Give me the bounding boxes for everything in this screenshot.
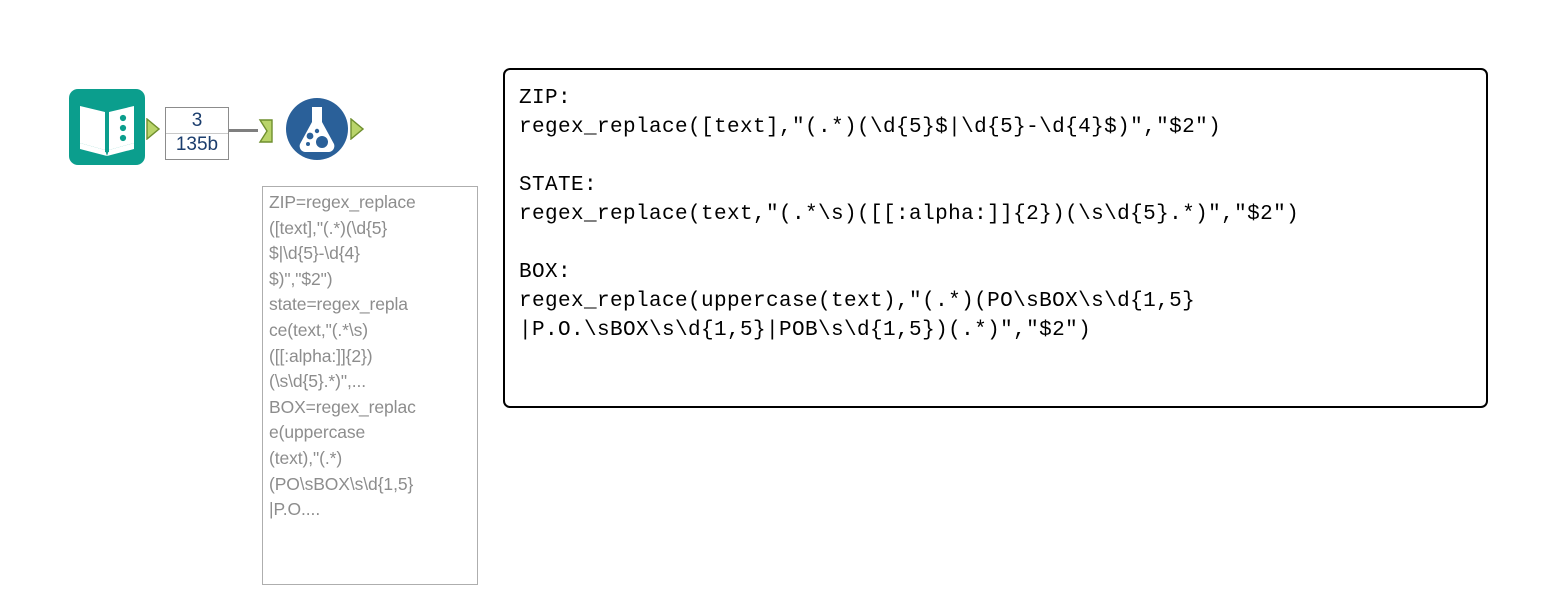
annotation-line: e(uppercase xyxy=(269,422,366,443)
comment-line-box-expr-1: regex_replace(uppercase(text),"(.*)(PO\s… xyxy=(519,290,1196,313)
comment-line-box-expr-2: |P.O.\sBOX\s\d{1,5}|POB\s\d{1,5})(.*)","… xyxy=(519,319,1092,342)
connection-wire[interactable] xyxy=(229,129,258,132)
comment-line-box-label: BOX: xyxy=(519,261,572,284)
comment-line-state-label: STATE: xyxy=(519,174,598,197)
annotation-line: BOX=regex_replac xyxy=(269,396,416,417)
comment-blank-line xyxy=(519,229,1474,258)
annotation-line: ce(text,"(.*\s) xyxy=(269,319,369,340)
tool-formula[interactable] xyxy=(284,96,365,162)
formula-annotation-box[interactable]: ZIP=regex_replace ([text],"(.*)(\d{5} $|… xyxy=(262,186,478,585)
annotation-line: (\s\d{5}.*)",... xyxy=(269,371,367,392)
comment-line-state-expr: regex_replace(text,"(.*\s)([[:alpha:]]{2… xyxy=(519,203,1300,226)
annotation-line: ([[:alpha:]]{2}) xyxy=(269,345,373,366)
annotation-line: $)","$2") xyxy=(269,268,333,289)
annotation-line: (text),"(.*) xyxy=(269,447,343,468)
record-count-size: 135b xyxy=(175,134,219,155)
annotation-line: ([text],"(.*)(\d{5} xyxy=(269,217,388,238)
comment-line-zip-expr: regex_replace([text],"(.*)(\d{5}$|\d{5}-… xyxy=(519,116,1222,139)
output-anchor-formula[interactable] xyxy=(350,117,365,141)
annotation-line: ZIP=regex_replace xyxy=(269,192,416,212)
record-count-records: 3 xyxy=(191,110,203,131)
input-anchor-formula[interactable] xyxy=(258,119,274,143)
annotation-line: state=regex_repla xyxy=(269,294,408,315)
comment-blank-line xyxy=(519,142,1474,171)
regex-notes-comment-box[interactable]: ZIP: regex_replace([text],"(.*)(\d{5}$|\… xyxy=(503,68,1488,408)
book-icon xyxy=(66,86,148,168)
flask-icon xyxy=(284,96,350,167)
record-count-divider xyxy=(166,133,228,134)
comment-line-zip-label: ZIP: xyxy=(519,87,572,110)
output-anchor-input-data[interactable] xyxy=(146,117,161,141)
annotation-line: |P.O.... xyxy=(269,499,321,520)
annotation-line: $|\d{5}-\d{4} xyxy=(269,243,360,264)
annotation-line: (PO\sBOX\s\d{1,5} xyxy=(269,473,414,494)
record-count-box: 3 135b xyxy=(165,107,229,160)
tool-input-data[interactable] xyxy=(66,86,161,168)
